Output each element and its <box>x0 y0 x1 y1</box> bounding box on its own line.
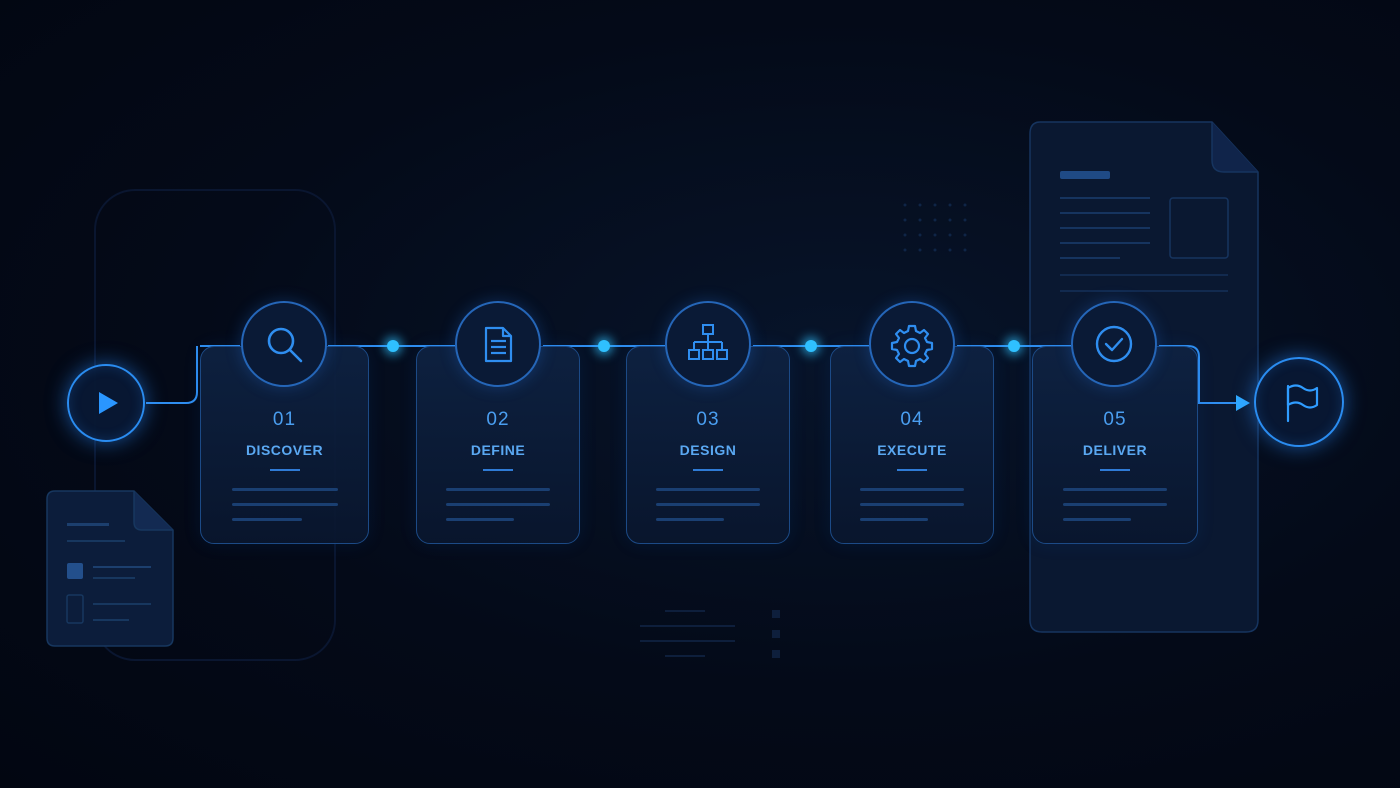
text-placeholder-line <box>231 518 302 521</box>
text-placeholder-line <box>446 503 550 506</box>
step-divider <box>897 469 927 471</box>
text-placeholder-line <box>1063 488 1167 491</box>
step-label: DEFINE <box>470 442 526 458</box>
step-number: 03 <box>696 409 720 430</box>
text-placeholder-line <box>446 518 514 521</box>
step-number: 01 <box>272 409 297 430</box>
gear-icon <box>890 324 934 368</box>
step-label: DESIGN <box>679 442 737 458</box>
step-divider <box>693 469 723 471</box>
step-icon-circle-deliver <box>1071 301 1157 387</box>
text-placeholder-line <box>656 503 760 506</box>
step-number: 04 <box>900 409 924 430</box>
text-placeholder-line <box>860 518 928 521</box>
step-icon-circle-discover <box>241 301 327 387</box>
text-placeholder-line <box>231 488 338 491</box>
step-number: 05 <box>1103 409 1127 430</box>
step-label: DELIVER <box>1082 442 1148 458</box>
connector-dot <box>1008 340 1020 352</box>
text-placeholder-line <box>446 488 550 491</box>
text-placeholder-line <box>1063 518 1131 521</box>
text-placeholder-line <box>1063 503 1167 506</box>
dot-grid-decoration <box>903 203 967 252</box>
step-divider <box>269 469 300 471</box>
step-divider <box>1100 469 1130 471</box>
end-node <box>1254 357 1344 447</box>
flag-icon <box>1286 384 1319 423</box>
small-document-decoration <box>46 490 174 647</box>
hierarchy-icon <box>688 324 728 360</box>
step-label: DISCOVER <box>245 442 324 458</box>
text-placeholder-line <box>860 503 964 506</box>
text-placeholder-line <box>231 503 338 506</box>
search-icon <box>267 327 303 363</box>
text-placeholder-line <box>656 488 760 491</box>
connector-dot <box>387 340 399 352</box>
check-circle-icon <box>1095 325 1133 363</box>
text-placeholder-line <box>860 488 964 491</box>
text-placeholder-line <box>656 518 724 521</box>
step-label: EXECUTE <box>877 442 947 458</box>
connector-dot <box>598 340 610 352</box>
step-number: 02 <box>486 409 510 430</box>
connector-dot <box>805 340 817 352</box>
faint-lines-decoration <box>640 610 780 658</box>
step-icon-circle-define <box>455 301 541 387</box>
step-card-discover: 01 DISCOVER <box>200 346 369 544</box>
document-icon <box>484 326 513 363</box>
step-divider <box>483 469 513 471</box>
start-node <box>67 364 145 442</box>
step-icon-circle-execute <box>869 301 955 387</box>
step-icon-circle-design <box>665 301 751 387</box>
play-icon <box>99 392 118 414</box>
